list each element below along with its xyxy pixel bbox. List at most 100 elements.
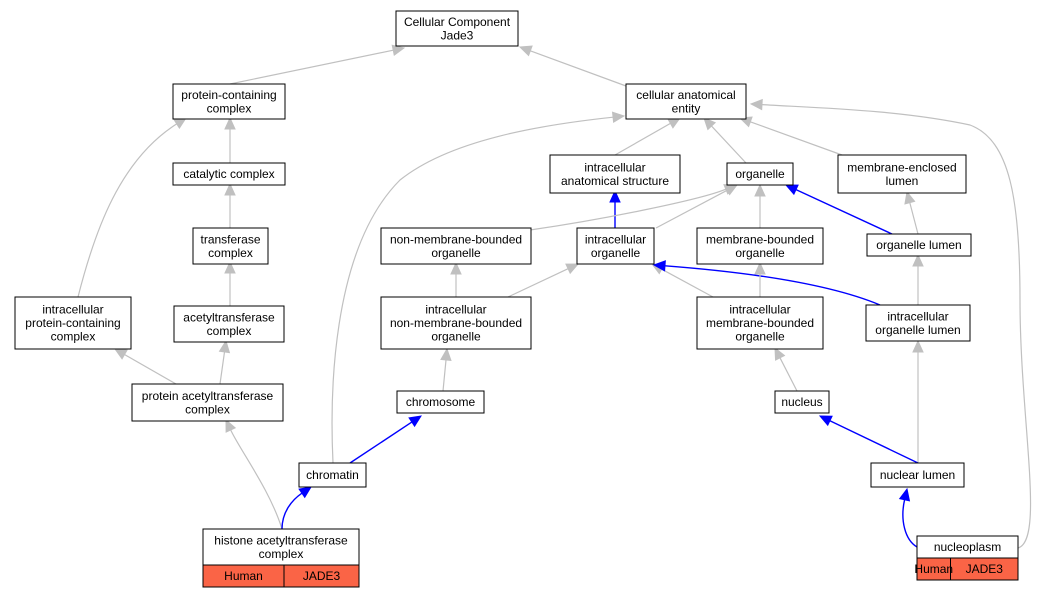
node-label-line: nucleoplasm [934, 540, 1001, 554]
node-chromatin[interactable]: chromatin [298, 462, 367, 488]
node-label-line: Cellular Component [404, 15, 511, 29]
is-a-edge [224, 260, 236, 306]
edge-line [219, 351, 226, 385]
node-label-line: intracellular [584, 160, 645, 174]
node-label-line: non-membrane-bounded [390, 232, 522, 246]
node-label-line: organelle [735, 330, 785, 344]
edge-line [664, 265, 881, 306]
part-of-edge [818, 415, 919, 464]
arrowhead [173, 117, 188, 130]
edge-line [529, 188, 727, 231]
annotation-row [916, 557, 1019, 581]
node-label-line: organelle lumen [876, 238, 961, 252]
edge-layer [77, 44, 1032, 549]
node-box [202, 528, 360, 566]
annotation-taxon: Human [914, 562, 953, 576]
is-a-edge [331, 111, 626, 464]
part-of-edge [281, 486, 312, 530]
node-label-line: nuclear lumen [880, 468, 955, 482]
arrowhead [408, 415, 423, 428]
node-label-line: complex [185, 402, 230, 416]
edge-line [530, 50, 627, 87]
node-box [866, 233, 972, 257]
node-box [192, 227, 269, 265]
node-label-line: membrane-enclosed [847, 160, 956, 174]
node-chromosome[interactable]: chromosome [396, 390, 485, 414]
node-label-line: protein acetyltransferase [142, 389, 274, 403]
node-box [131, 383, 284, 422]
is-a-edge [912, 339, 924, 463]
node-box [380, 296, 532, 350]
edge-line [229, 49, 394, 85]
is-a-edge [754, 261, 766, 297]
arrowhead [440, 347, 452, 361]
arrowhead [703, 117, 717, 131]
edge-line [614, 122, 671, 156]
node-nuclear-lumen[interactable]: nuclear lumen [870, 462, 965, 488]
node-label-line: membrane-bounded [706, 232, 814, 246]
arrowhead [609, 189, 621, 203]
node-label-line: membrane-bounded [706, 316, 814, 330]
edge-line [909, 202, 919, 235]
node-label-line: Jade3 [441, 28, 474, 42]
edge-line [661, 268, 714, 298]
edge-line [750, 121, 843, 156]
node-label-line: protein-containing [181, 88, 276, 102]
arrowhead [898, 487, 911, 502]
is-a-edge [518, 45, 627, 87]
node-intracellular-non-membrane-bounded-organelle[interactable]: intracellularnon-membrane-boundedorganel… [380, 296, 532, 350]
node-box [173, 305, 285, 343]
node-box [696, 296, 824, 350]
node-label-line: complex [259, 547, 304, 561]
arrowhead [218, 339, 231, 354]
node-box [395, 10, 519, 47]
node-label-line: entity [672, 101, 701, 115]
is-a-edge [450, 261, 462, 297]
arrowhead [904, 190, 916, 205]
arrowhead [652, 260, 666, 272]
edge-line [281, 492, 303, 530]
is-a-edge [703, 117, 747, 164]
arrowhead [754, 183, 766, 197]
node-label-line: organelle [591, 246, 641, 260]
node-label-line: organelle [431, 246, 481, 260]
node-box [576, 227, 655, 265]
part-of-edge [609, 189, 621, 228]
node-organelle[interactable]: organelle [726, 162, 794, 186]
node-box [870, 462, 965, 488]
node-box [865, 304, 971, 342]
arrowhead [912, 339, 924, 353]
node-label-line: complex [207, 101, 252, 115]
arrowhead [225, 418, 237, 433]
node-label-line: transferase [200, 232, 260, 246]
node-catalytic-complex[interactable]: catalytic complex [172, 162, 286, 186]
edge-line [829, 420, 919, 464]
node-box [396, 390, 485, 414]
node-organelle-lumen[interactable]: organelle lumen [866, 233, 972, 257]
node-nucleus[interactable]: nucleus [774, 390, 830, 414]
arrowhead [450, 261, 462, 275]
edge-line [442, 359, 447, 392]
is-a-edge [224, 182, 236, 228]
edge-line [230, 429, 283, 530]
is-a-edge [229, 44, 406, 85]
node-label-line: organelle lumen [875, 323, 960, 337]
is-a-edge [904, 190, 919, 235]
